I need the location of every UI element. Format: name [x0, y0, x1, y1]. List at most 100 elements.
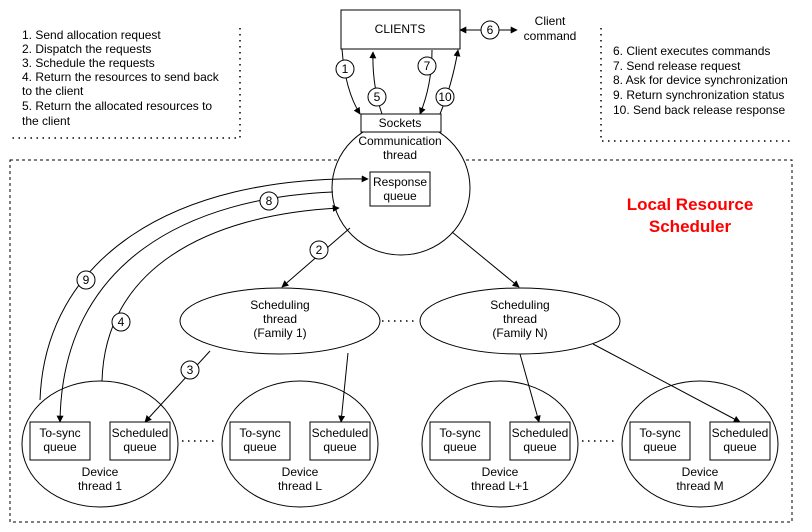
left-note-line: 3. Schedule the requests	[22, 56, 155, 70]
scheduler-title-line: Local Resource	[627, 195, 754, 214]
scheduler-title-line: Scheduler	[649, 217, 732, 236]
response-queue-label: queue	[383, 189, 417, 203]
clients-label: CLIENTS	[375, 22, 426, 36]
scheduled-queue	[709, 421, 771, 461]
step-marker-circle	[259, 191, 279, 211]
left-note-line: 4. Return the resources to send back	[22, 70, 220, 84]
to-sync-label: queue	[243, 440, 277, 454]
step-marker-label: 5	[374, 90, 381, 104]
step-marker-circle	[435, 87, 455, 107]
to-sync-label: queue	[643, 440, 677, 454]
scheduled-label: queue	[123, 440, 157, 454]
left-note-line: to the client	[22, 84, 84, 98]
device-thread-1	[21, 380, 179, 508]
device-thread-label: thread L	[278, 479, 322, 493]
device-thread-label: Device	[482, 465, 519, 479]
arrow-dispatch-family-n	[451, 231, 520, 288]
step-marker-circle	[111, 312, 131, 332]
step-marker-circle	[367, 87, 387, 107]
step-markers: 1 5 7 10 6 2 8 4 9 3	[76, 20, 500, 380]
step-marker-label: 9	[83, 273, 90, 287]
scheduling-thread-label: thread	[263, 312, 297, 326]
arrow-return-allocated	[369, 51, 383, 115]
step-marker-circle	[309, 240, 329, 260]
scheduled-label: Scheduled	[712, 426, 769, 440]
left-note-line: 2. Dispatch the requests	[22, 42, 151, 56]
arrow-return-resources	[101, 204, 340, 382]
comm-thread-label: thread	[383, 148, 417, 162]
arrow-schedule-device-1	[144, 350, 211, 423]
step-marker-label: 3	[187, 363, 194, 377]
arrow-schedule-device-l1	[519, 353, 541, 423]
client-command-label: command	[524, 29, 577, 43]
response-queue-label: Response	[373, 175, 427, 189]
scheduled-queue	[309, 421, 371, 461]
arrow-return-sync-status	[39, 175, 369, 401]
device-thread-label: Device	[682, 465, 719, 479]
arrow-send-allocation	[341, 48, 361, 115]
device-thread-1-group: To-sync queue Scheduled queue Device thr…	[21, 380, 179, 508]
scheduled-queue	[509, 421, 571, 461]
step-marker-label: 6	[487, 23, 494, 37]
to-sync-queue	[29, 421, 91, 461]
to-sync-label: queue	[443, 440, 477, 454]
step-marker-circle	[480, 20, 500, 40]
comm-thread-label: Communication	[358, 134, 441, 148]
left-notes-panel: 1. Send allocation request 2. Dispatch t…	[12, 28, 241, 139]
step-marker-label: 7	[424, 59, 431, 73]
step-marker-circle	[417, 56, 437, 76]
sockets-label: Sockets	[379, 116, 422, 130]
device-thread-m	[621, 380, 779, 508]
clients-box	[340, 9, 461, 50]
to-sync-label: queue	[43, 440, 77, 454]
device-thread-l-plus-1	[421, 380, 579, 508]
scheduling-thread-label: Scheduling	[490, 298, 549, 312]
client-command-label: Client	[535, 14, 566, 28]
scheduled-label: queue	[723, 440, 757, 454]
right-note-line: 6. Client executes commands	[613, 44, 770, 58]
device-thread-label: thread L+1	[471, 479, 529, 493]
step-marker-label: 1	[342, 62, 349, 76]
step-marker-circle	[180, 360, 200, 380]
device-thread-label: Device	[282, 465, 319, 479]
right-note-line: 10. Send back release response	[613, 103, 785, 117]
scheduling-thread-family-1	[179, 287, 381, 355]
scheduling-thread-label: (Family N)	[492, 326, 547, 340]
right-note-line: 8. Ask for device synchronization	[613, 73, 788, 87]
step-marker-label: 4	[118, 315, 125, 329]
scheduled-label: Scheduled	[312, 426, 369, 440]
right-note-line: 9. Return synchronization status	[613, 88, 784, 102]
left-notes-border	[12, 28, 241, 139]
right-note-line: 7. Send release request	[613, 59, 741, 73]
scheduling-thread-label: (Family 1)	[253, 326, 306, 340]
sockets-box	[360, 113, 442, 133]
arrow-schedule-device-m	[592, 343, 741, 423]
to-sync-queue	[229, 421, 291, 461]
step-marker-label: 8	[266, 194, 273, 208]
to-sync-label: To-sync	[239, 426, 280, 440]
response-queue-box	[369, 171, 431, 207]
to-sync-label: To-sync	[639, 426, 680, 440]
scheduled-label: queue	[323, 440, 357, 454]
arrow-send-release	[419, 49, 433, 115]
scheduled-queue	[109, 421, 171, 461]
device-thread-l1-group: To-sync queue Scheduled queue Device thr…	[421, 380, 579, 508]
scheduling-thread-label: thread	[503, 312, 537, 326]
step-marker-label: 2	[316, 243, 323, 257]
device-thread-l-group: To-sync queue Scheduled queue Device thr…	[221, 380, 379, 508]
to-sync-queue	[429, 421, 491, 461]
device-thread-m-group: To-sync queue Scheduled queue Device thr…	[621, 380, 779, 508]
to-sync-label: To-sync	[439, 426, 480, 440]
step-marker-label: 10	[438, 90, 452, 104]
arrow-release-response	[439, 49, 461, 115]
device-thread-label: thread 1	[78, 479, 122, 493]
left-note-line: 5. Return the allocated resources to	[22, 99, 212, 113]
step-marker-circle	[76, 270, 96, 290]
arrow-schedule-device-l	[338, 352, 349, 423]
scheduled-label: Scheduled	[112, 426, 169, 440]
to-sync-label: To-sync	[39, 426, 80, 440]
left-note-line: the client	[22, 114, 71, 128]
right-notes-panel: 6. Client executes commands 7. Send rele…	[600, 28, 790, 142]
left-note-line: 1. Send allocation request	[22, 28, 161, 42]
